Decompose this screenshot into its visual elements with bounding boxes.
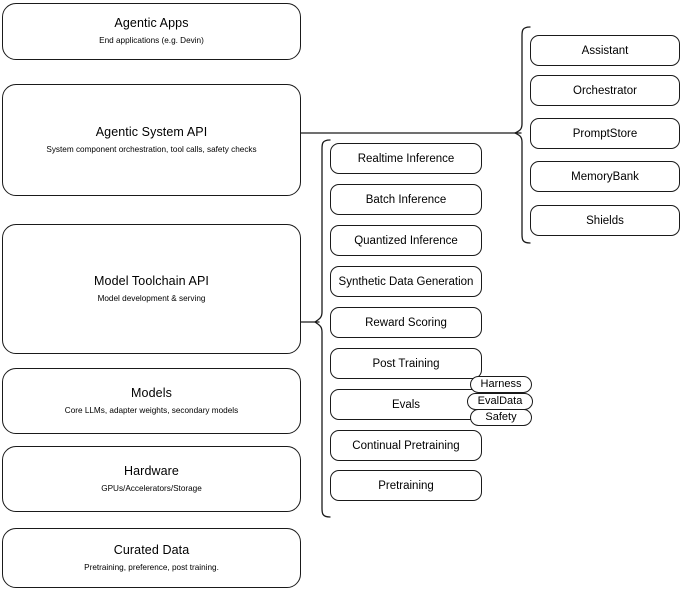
system-item-promptstore[interactable]: PromptStore — [530, 118, 680, 149]
layer-subtitle: Pretraining, preference, post training. — [84, 562, 219, 572]
chip-label: Orchestrator — [573, 84, 637, 97]
layer-title: Model Toolchain API — [94, 273, 209, 288]
layer-subtitle: System component orchestration, tool cal… — [46, 144, 257, 154]
badge-label: Harness — [480, 378, 522, 390]
toolchain-item-post-training[interactable]: Post Training — [330, 348, 482, 379]
badge-label: EvalData — [477, 395, 523, 407]
layer-agentic-system-api[interactable]: Agentic System API System component orch… — [2, 84, 301, 196]
layer-curated-data[interactable]: Curated Data Pretraining, preference, po… — [2, 528, 301, 588]
toolchain-item-realtime-inference[interactable]: Realtime Inference — [330, 143, 482, 174]
layer-subtitle: Core LLMs, adapter weights, secondary mo… — [64, 405, 239, 415]
chip-label: PromptStore — [572, 127, 638, 140]
chip-label: Evals — [391, 398, 421, 411]
chip-label: Pretraining — [378, 479, 434, 492]
system-item-assistant[interactable]: Assistant — [530, 35, 680, 66]
toolchain-item-continual-pretraining[interactable]: Continual Pretraining — [330, 430, 482, 461]
chip-label: Assistant — [581, 44, 629, 57]
chip-label: Post Training — [372, 357, 440, 370]
layer-title: Curated Data — [113, 542, 190, 557]
system-item-memorybank[interactable]: MemoryBank — [530, 161, 680, 192]
layer-subtitle: GPUs/Accelerators/Storage — [101, 483, 202, 493]
layer-title: Agentic Apps — [114, 16, 189, 30]
chip-label: Shields — [586, 214, 624, 227]
toolchain-item-pretraining[interactable]: Pretraining — [330, 470, 482, 501]
layer-agentic-apps[interactable]: Agentic Apps End applications (e.g. Devi… — [2, 3, 301, 60]
toolchain-item-synthetic-data-generation[interactable]: Synthetic Data Generation — [330, 266, 482, 297]
layer-title: Models — [131, 385, 172, 400]
chip-label: Reward Scoring — [365, 316, 447, 329]
toolchain-item-quantized-inference[interactable]: Quantized Inference — [330, 225, 482, 256]
chip-label: Batch Inference — [365, 193, 447, 206]
evals-badge-harness[interactable]: Harness — [470, 376, 532, 393]
layer-subtitle: Model development & serving — [97, 293, 206, 303]
chip-label: Synthetic Data Generation — [338, 275, 474, 288]
layer-subtitle: End applications (e.g. Devin) — [99, 36, 204, 45]
system-item-shields[interactable]: Shields — [530, 205, 680, 236]
brace-system-components — [514, 26, 531, 244]
layer-hardware[interactable]: Hardware GPUs/Accelerators/Storage — [2, 446, 301, 512]
toolchain-item-batch-inference[interactable]: Batch Inference — [330, 184, 482, 215]
chip-label: Quantized Inference — [354, 234, 458, 247]
layer-models[interactable]: Models Core LLMs, adapter weights, secon… — [2, 368, 301, 434]
layer-model-toolchain-api[interactable]: Model Toolchain API Model development & … — [2, 224, 301, 354]
evals-badge-evaldata[interactable]: EvalData — [467, 393, 533, 410]
toolchain-item-reward-scoring[interactable]: Reward Scoring — [330, 307, 482, 338]
evals-badge-safety[interactable]: Safety — [470, 409, 532, 426]
brace-toolchain-components — [314, 139, 331, 518]
badge-label: Safety — [485, 411, 517, 423]
toolchain-item-evals[interactable]: Evals — [330, 389, 482, 420]
layer-title: Agentic System API — [95, 124, 208, 139]
layer-title: Hardware — [124, 463, 179, 478]
system-item-orchestrator[interactable]: Orchestrator — [530, 75, 680, 106]
chip-label: Continual Pretraining — [352, 439, 460, 452]
chip-label: Realtime Inference — [357, 152, 455, 165]
chip-label: MemoryBank — [571, 170, 639, 183]
